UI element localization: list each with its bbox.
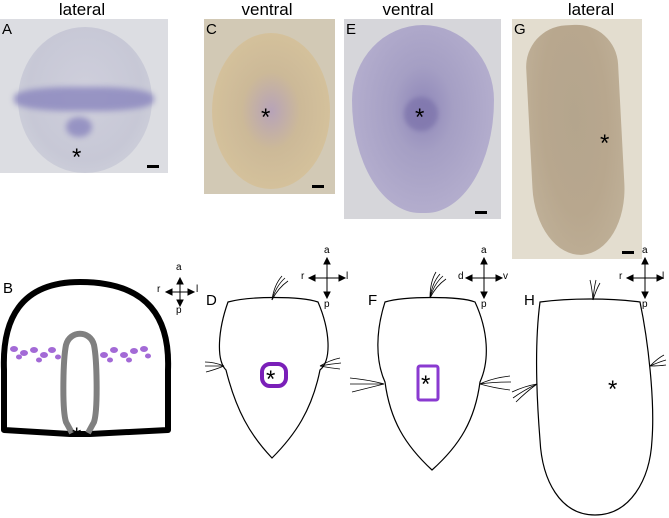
cilia-h <box>511 279 667 403</box>
header-ventral-e: ventral <box>382 0 434 19</box>
axis-label-r-2: r <box>301 271 305 282</box>
asterisk-d: * <box>266 366 276 393</box>
scale-bar-g <box>622 251 634 254</box>
photo-panel-g: G * <box>512 19 642 259</box>
mouth-slit-f <box>416 364 440 402</box>
asterisk-a: * <box>72 144 82 171</box>
panel-label-f: F <box>368 292 378 309</box>
axis-label-r-1: r <box>157 284 161 295</box>
gut-invagination-b <box>60 330 100 435</box>
cilia-d <box>204 275 342 373</box>
scale-bar-a <box>147 165 159 168</box>
axis-label-d-3: d <box>458 271 464 282</box>
axis-label-l-1: l <box>196 284 199 295</box>
panel-label-b: B <box>3 280 14 297</box>
photo-panel-a: A * <box>0 19 168 173</box>
panel-label-g: G <box>514 21 526 38</box>
orientation-cross-d2 <box>307 256 347 300</box>
asterisk-f: * <box>421 371 431 398</box>
panel-label-h: H <box>524 292 535 309</box>
header-lateral-g: lateral <box>567 0 615 19</box>
orientation-cross-h <box>625 256 665 300</box>
axis-label-a-1: a <box>176 262 182 273</box>
scale-bar-c <box>312 185 324 188</box>
cilia-f <box>349 271 512 393</box>
scale-bar-e <box>475 211 487 214</box>
panel-label-a: A <box>2 21 13 38</box>
mouth-ring-d <box>260 362 288 388</box>
photo-panel-c: C * <box>204 19 335 194</box>
axis-label-a-2: a <box>324 245 330 256</box>
panel-label-e: E <box>346 21 357 38</box>
body-outline-h <box>536 298 654 516</box>
header-lateral-a: lateral <box>58 0 106 19</box>
diagram-h <box>511 279 667 516</box>
asterisk-b: * <box>72 423 82 450</box>
orientation-cross-d <box>164 276 196 308</box>
diagram-d <box>204 275 342 459</box>
axis-label-p-1: p <box>176 305 182 316</box>
axis-label-l-4: l <box>662 271 665 282</box>
diagram-f <box>349 271 512 471</box>
axis-label-p-2: p <box>324 299 330 310</box>
asterisk-c: * <box>261 104 271 131</box>
diagram-b <box>0 279 172 437</box>
axis-label-v-3: v <box>503 271 508 282</box>
orientation-cross-f <box>464 256 504 300</box>
axis-label-p-3: p <box>481 299 487 310</box>
header-ventral-c: ventral <box>241 0 293 19</box>
axis-label-a-4: a <box>642 245 648 256</box>
embryo-outline-b <box>0 279 172 437</box>
body-outline-d <box>218 296 329 459</box>
photo-panel-e: E * <box>344 19 501 219</box>
asterisk-h: * <box>608 376 618 403</box>
axis-label-p-4: p <box>642 299 648 310</box>
panel-label-d: D <box>206 292 217 309</box>
axis-label-l-2: l <box>346 271 349 282</box>
axis-label-a-3: a <box>481 245 487 256</box>
stain-dots-b <box>10 346 151 363</box>
body-outline-f <box>377 296 487 471</box>
panel-label-c: C <box>206 21 217 38</box>
asterisk-e: * <box>415 104 425 131</box>
axis-label-r-4: r <box>619 271 623 282</box>
asterisk-g: * <box>600 130 610 157</box>
